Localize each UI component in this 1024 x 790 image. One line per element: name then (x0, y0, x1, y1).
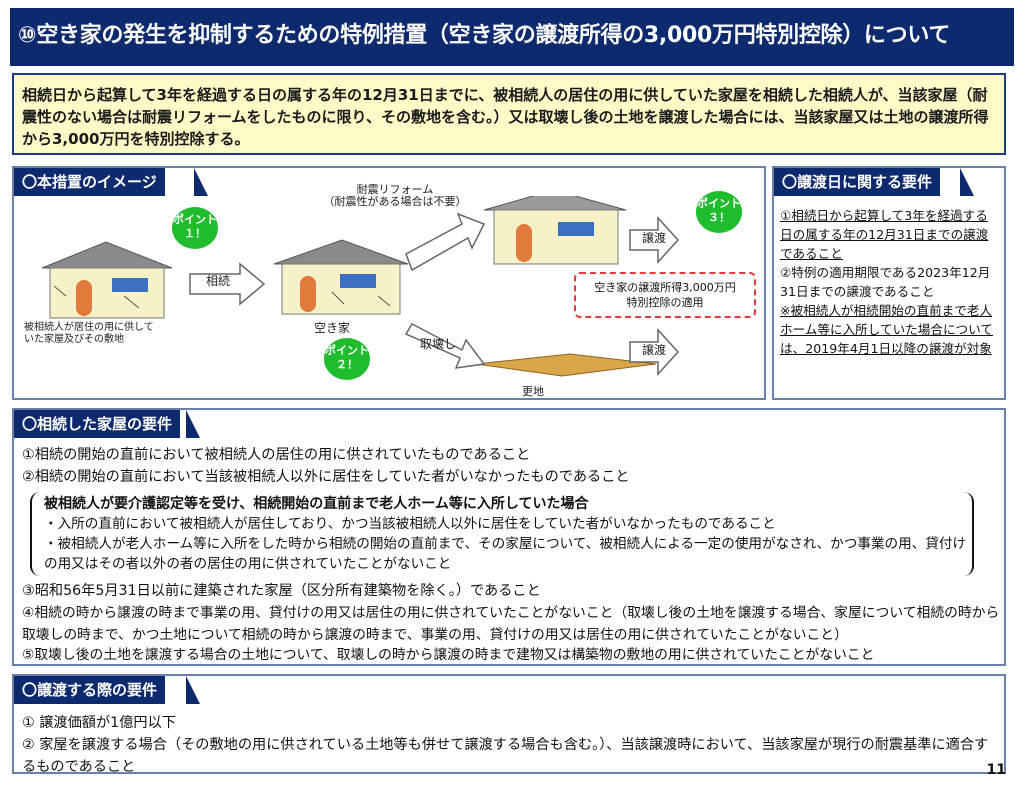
page-number: 11 (986, 762, 1006, 778)
tab-tail (186, 676, 200, 704)
transfer-date-panel (772, 166, 1006, 400)
image-panel-heading: 〇本措置のイメージ (14, 168, 165, 196)
vacant-house-icon (273, 239, 409, 315)
house-req-5: ⑤取壊し後の土地を譲渡する場合の土地について、取壊しの時から譲渡の時まで建物又は… (22, 647, 875, 663)
transfer-label-1: 譲渡 (642, 231, 667, 245)
sale-requirements-heading: 〇譲渡する際の要件 (14, 676, 166, 704)
arrow-icons (189, 212, 680, 376)
transfer-date-item-1: ①相続日から起算して3年を経過する日の属する年の12月31日までの譲渡であること (780, 208, 989, 261)
nursing-home-item-1: ・入所の直前において被相続人が居住しており、かつ当該被相続人以外に居住をしていた… (44, 516, 776, 532)
tab-tail (960, 168, 974, 196)
transfer-date-heading: 〇譲渡日に関する要件 (774, 168, 941, 196)
transfer-date-list: ①相続日から起算して3年を経過する日の属する年の12月31日までの譲渡であること… (780, 206, 1000, 358)
house-req-3: ③昭和56年5月31日以前に建築された家屋（区分所有建築物を除く。）であること (22, 583, 541, 599)
sale-requirements-panel (12, 674, 1006, 774)
page-title: ⑩空き家の発生を抑制するための特例措置（空き家の譲渡所得の3,000万円特別控除… (18, 23, 951, 48)
house-requirements-panel (12, 408, 1006, 666)
inherit-label: 相続 (206, 274, 231, 288)
reform-label: 耐震リフォーム （耐震性がある場合は不要） (323, 183, 467, 208)
transfer-label-2: 譲渡 (642, 343, 667, 357)
summary-text: 相続日から起算して3年を経過する日の属する年の12月31日までに、被相続人の居住… (22, 86, 989, 148)
transfer-date-item-3: ※被相続人が相続開始の直前まで老人ホーム等に入所していた場合については、2019… (780, 303, 993, 356)
deduction-callout: 空き家の譲渡所得3,000万円 特別控除の適用 (574, 272, 756, 318)
house-req-4: ④相続の時から譲渡の時まで事業の用、貸付けの用又は居住の用に供されていたことがな… (22, 605, 1000, 643)
nursing-home-heading: 被相続人が要介護認定等を受け、相続開始の直前まで老人ホーム等に入所していた場合 (44, 496, 589, 512)
house-req-1: ①相続の開始の直前において被相続人の居住の用に供されていたものであること (22, 447, 531, 463)
title-bar (10, 8, 1014, 66)
sale-req-2: ② 家屋を譲渡する場合（その敷地の用に供されている土地等も併せて譲渡する場合も含… (22, 737, 989, 775)
original-house-caption: 被相続人が居住の用に供して いた家屋及びその敷地 (24, 322, 154, 345)
scheme-illustration (41, 196, 680, 377)
old-house-icon (41, 241, 173, 319)
house-req-2: ②相続の開始の直前において当該被相続人以外に居住をしていた者がいなかったものであ… (22, 469, 630, 485)
vacant-house-label: 空き家 (314, 321, 351, 335)
vacant-lot-icon (475, 353, 657, 377)
point-2-badge: ポイント ２！ (324, 338, 370, 380)
nursing-home-bracket (30, 492, 974, 576)
summary-box (12, 73, 1006, 155)
demolish-label: 取壊し (420, 337, 457, 351)
point-1-badge: ポイント １！ (172, 207, 218, 249)
transfer-date-item-2: ②特例の適用期限である2023年12月31日までの譲渡であること (780, 265, 991, 299)
tab-tail (194, 168, 208, 196)
nursing-home-list: ・入所の直前において被相続人が居住しており、かつ当該被相続人以外に居住をしていた… (44, 514, 970, 574)
tab-tail (186, 410, 200, 438)
reformed-house-icon (483, 196, 627, 265)
house-requirements-heading: 〇相続した家屋の要件 (14, 410, 181, 438)
point-3-badge: ポイント ３！ (696, 191, 742, 233)
vacant-lot-label: 更地 (522, 385, 544, 398)
sale-req-1: ① 譲渡価額が1億円以下 (22, 715, 176, 731)
nursing-home-item-2: ・被相続人が老人ホーム等に入所をした時から相続の開始の直前まで、その家屋について… (44, 536, 967, 572)
